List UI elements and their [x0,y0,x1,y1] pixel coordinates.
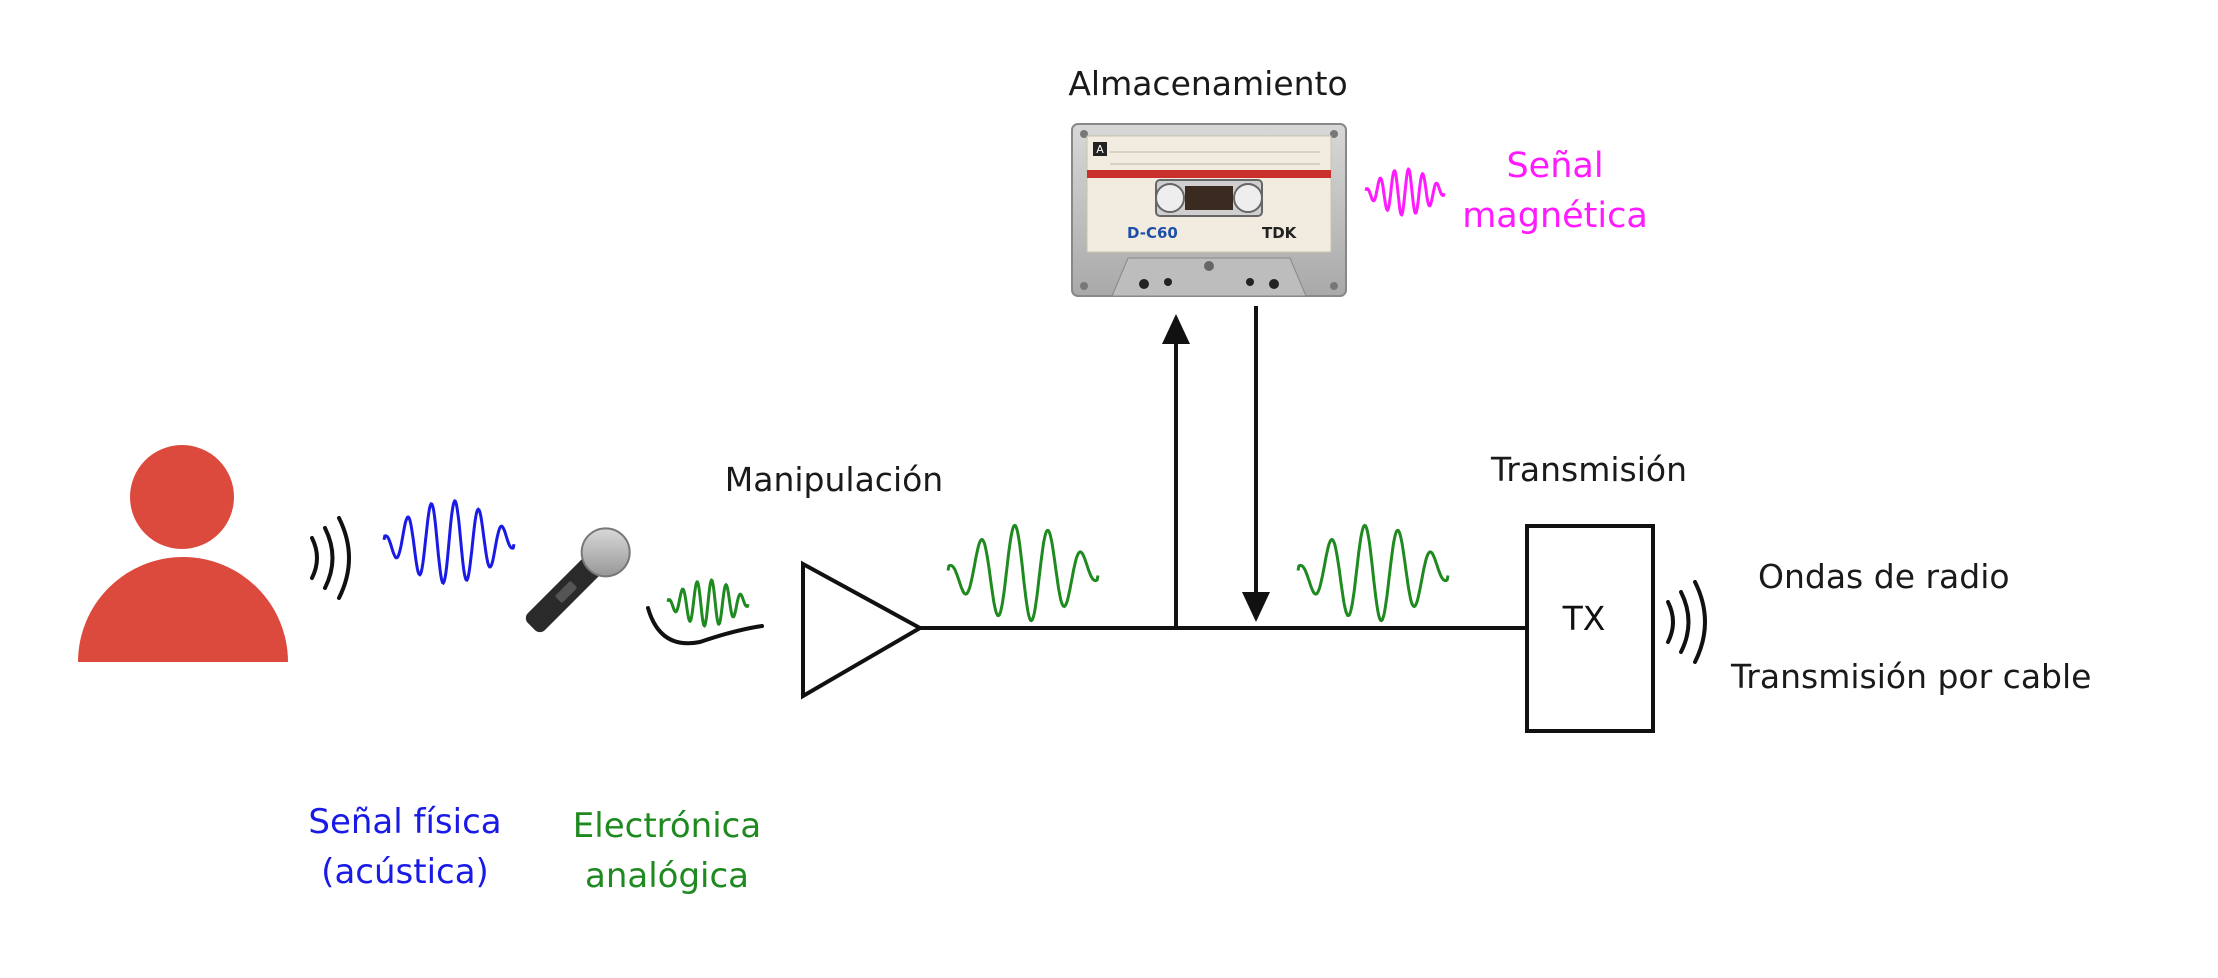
radio-waves-icon [1666,580,1707,664]
transmission-label: Transmisión [1491,450,1687,489]
cassette-side-label: A [1096,143,1104,156]
tx-label: TX [1562,599,1606,638]
acoustic-waveform [382,498,516,586]
analog-waveform-1 [946,523,1100,623]
analog-electronic-label-line1: Electrónica [572,806,762,846]
physical-signal-label-line2: (acústica) [321,852,489,892]
arrow-up-icon [1162,314,1190,628]
cassette-icon: A D-C60 TDK [1071,123,1347,297]
manipulation-label: Manipulación [724,460,944,499]
person-icon [78,445,288,662]
storage-label: Almacenamiento [1068,64,1348,103]
transmitter-box [1525,524,1655,733]
sound-waves-icon [310,516,351,600]
arrow-down-icon [1242,306,1270,622]
cassette-model: D-C60 [1127,224,1178,242]
physical-signal-label-line1: Señal física [308,802,502,842]
radio-waves-label: Ondas de radio [1758,557,2010,596]
analog-waveform-small [666,578,750,628]
amplifier-triangle-icon [801,560,925,700]
magnetic-signal-label-line1: Señal [1506,146,1604,186]
cassette-brand: TDK [1262,224,1298,242]
magnetic-waveform [1364,167,1446,217]
analog-waveform-2 [1296,523,1450,623]
microphone-icon [525,527,764,646]
cable-transmission-label: Transmisión por cable [1731,657,2092,696]
magnetic-signal-label-line2: magnética [1462,196,1648,236]
analog-electronic-label-line2: analógica [584,856,750,896]
